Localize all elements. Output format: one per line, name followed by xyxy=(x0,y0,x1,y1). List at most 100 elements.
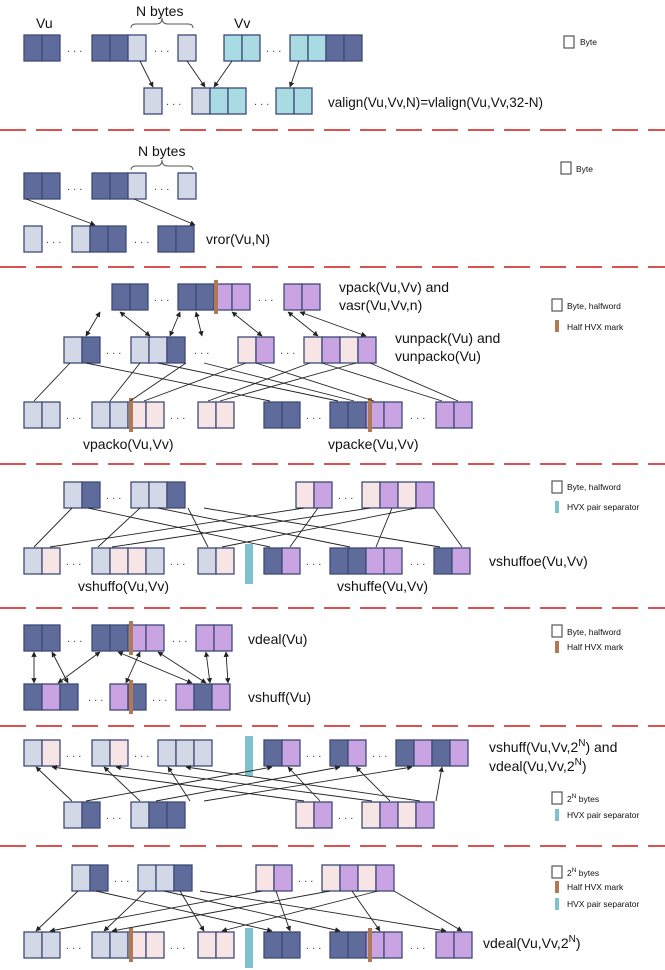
byte-box xyxy=(215,547,235,575)
hvx-pair-separator xyxy=(245,736,253,776)
connector-line xyxy=(219,362,357,402)
byte-box xyxy=(91,401,111,429)
byte-box xyxy=(383,931,403,959)
ellipsis-dots: . . . xyxy=(154,181,169,193)
connector-line xyxy=(111,507,371,548)
byte-box xyxy=(145,547,165,575)
byte-box xyxy=(435,931,455,959)
arrow xyxy=(51,651,69,684)
ellipsis-dots: . . . xyxy=(106,490,121,502)
ellipsis-dots: . . . xyxy=(306,410,321,422)
op-label-vpacko: vpacko(Vu,Vv) xyxy=(83,436,174,452)
byte-box xyxy=(281,739,301,767)
byte-box xyxy=(357,864,377,892)
byte-box xyxy=(289,34,309,62)
byte-box xyxy=(321,336,341,364)
byte-box xyxy=(453,931,473,959)
arrow xyxy=(355,766,391,802)
byte-box xyxy=(23,172,43,200)
legend-2n-6: 2N bytes xyxy=(567,793,599,804)
vv-label: Vv xyxy=(234,15,250,31)
byte-box xyxy=(379,801,399,829)
byte-box xyxy=(215,931,235,959)
byte-box xyxy=(195,283,215,311)
byte-box xyxy=(329,931,349,959)
ellipsis-dots: . . . xyxy=(66,410,81,422)
byte-box xyxy=(433,547,453,575)
ellipsis-dots: . . . xyxy=(172,633,187,645)
byte-box xyxy=(41,739,61,767)
byte-box xyxy=(195,624,215,652)
arrow xyxy=(35,890,79,932)
arrow xyxy=(179,890,205,932)
square-outline-icon xyxy=(551,865,563,879)
legend-byte-1: Byte xyxy=(580,37,597,47)
byte-box xyxy=(283,283,303,311)
arrow xyxy=(125,651,141,684)
byte-box xyxy=(23,624,43,652)
ellipsis-dots: . . . xyxy=(170,410,185,422)
op-label-vunpack-2: vunpacko(Vu) xyxy=(395,348,481,364)
arrow xyxy=(199,890,447,933)
byte-box xyxy=(313,481,333,509)
legend-sep-6: HVX pair separator xyxy=(567,810,639,820)
connector-line xyxy=(207,362,311,402)
byte-box xyxy=(175,225,195,253)
op-label-vshuffo: vshuffo(Vu,Vv) xyxy=(78,578,169,594)
byte-box xyxy=(41,34,61,62)
connector-line xyxy=(85,362,271,402)
arrow xyxy=(119,311,151,337)
connector-line xyxy=(129,362,187,402)
byte-box xyxy=(109,172,129,200)
byte-box xyxy=(23,34,43,62)
arrow xyxy=(111,890,331,933)
connector-line xyxy=(375,507,393,548)
byte-box xyxy=(347,547,367,575)
square-outline-icon xyxy=(560,161,572,175)
arrow xyxy=(299,311,367,337)
byte-box xyxy=(223,34,243,62)
byte-box xyxy=(157,739,177,767)
connector-line xyxy=(289,507,319,548)
byte-box xyxy=(23,401,43,429)
byte-box xyxy=(143,87,163,115)
op-label-valign: valign(Vu,Vv,N)=vlalign(Vu,Vv,32-N) xyxy=(328,95,543,110)
ellipsis-dots: . . . xyxy=(298,873,313,885)
ellipsis-dots: . . . xyxy=(194,345,209,357)
byte-box xyxy=(23,739,43,767)
connector-line xyxy=(33,362,71,402)
byte-box xyxy=(166,801,186,829)
ellipsis-dots: . . . xyxy=(154,292,169,304)
ellipsis-dots: . . . xyxy=(88,692,103,704)
nbytes-brace-1 xyxy=(130,17,194,29)
arrow xyxy=(139,60,154,88)
byte-box xyxy=(155,864,175,892)
ellipsis-dots: . . . xyxy=(410,940,425,952)
byte-box xyxy=(263,401,283,429)
arrow xyxy=(203,651,213,684)
byte-box xyxy=(63,336,83,364)
byte-box xyxy=(449,739,469,767)
connector-line xyxy=(33,507,73,548)
connector-line xyxy=(97,507,141,548)
legend-halfmark-5: Half HVX mark xyxy=(567,642,624,652)
arrow xyxy=(57,651,101,684)
connector-line xyxy=(203,362,355,402)
byte-box xyxy=(263,739,283,767)
arrow xyxy=(95,890,273,933)
square-outline-icon xyxy=(551,480,563,494)
ellipsis-dots: . . . xyxy=(338,810,353,822)
half-hvx-mark xyxy=(129,680,133,714)
byte-box xyxy=(325,34,345,62)
arrow xyxy=(231,311,263,337)
byte-box xyxy=(231,283,251,311)
byte-box xyxy=(263,931,283,959)
connector-line xyxy=(157,362,339,402)
legend-sep-4: HVX pair separator xyxy=(567,502,639,512)
byte-box xyxy=(197,547,217,575)
ellipsis-group: . . . . . . . . . . . . . . . . . . . . . . . .… xyxy=(46,43,425,952)
byte-box xyxy=(166,336,186,364)
nbytes-label-1: N bytes xyxy=(136,3,183,19)
byte-box xyxy=(81,336,101,364)
ellipsis-dots: . . . xyxy=(67,43,82,55)
